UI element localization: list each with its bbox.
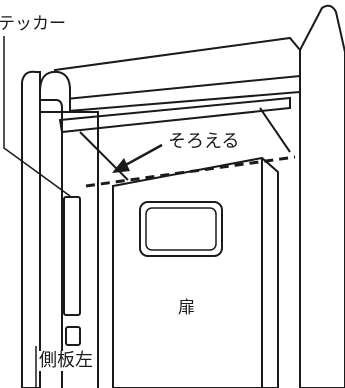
- top-panel-front-edge: [55, 75, 301, 101]
- sticker-label: テッカー: [0, 14, 66, 34]
- alignment-dashed-line: [85, 155, 296, 188]
- left-side-panel-inner: [62, 111, 99, 388]
- door-label: 扉: [178, 298, 195, 318]
- right-side-frame: [299, 4, 345, 388]
- inner-shelf-line: [79, 131, 129, 181]
- sticker-strip: [63, 196, 81, 316]
- left-side-panel-front: [40, 99, 63, 388]
- door-handle-inner: [145, 207, 217, 251]
- left-side-panel: [21, 70, 41, 388]
- side-panel-left-label: 側板左: [39, 350, 93, 371]
- door: [112, 156, 279, 388]
- sticker-leader-line: [3, 36, 71, 197]
- inner-shelf-line-2: [259, 107, 291, 153]
- alignment-arrow-shaft: [121, 143, 163, 169]
- left-top-knob: [39, 70, 71, 113]
- sticker-small-box: [65, 326, 81, 346]
- alignment-arrow-head: [112, 158, 130, 173]
- align-label: そろえる: [168, 131, 240, 152]
